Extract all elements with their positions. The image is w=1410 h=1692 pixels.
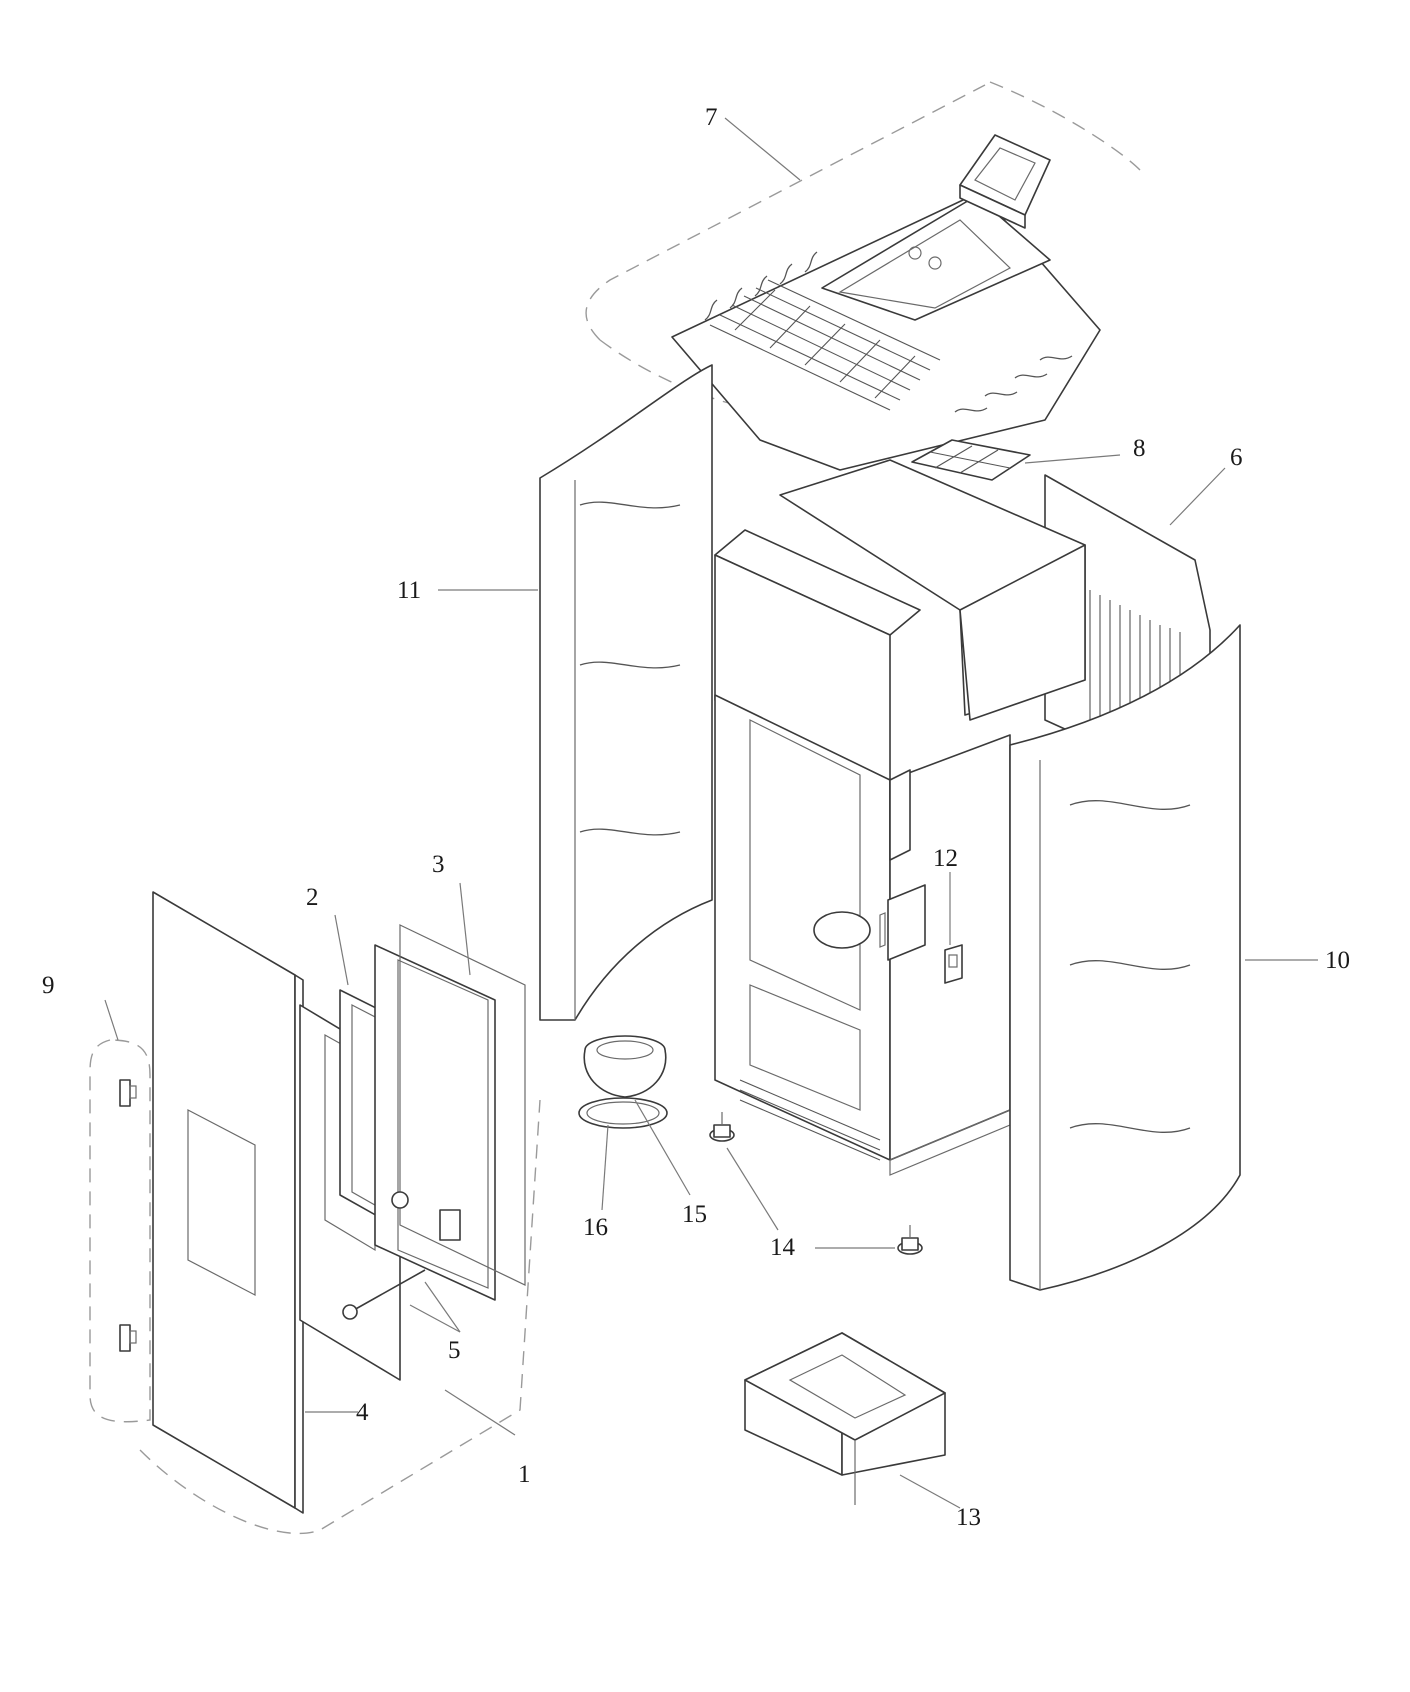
burn-pot-gasket	[578, 1097, 668, 1129]
callout-12: 12	[933, 845, 958, 872]
callout-3: 3	[432, 851, 445, 878]
callout-13: 13	[956, 1504, 981, 1531]
foot-left	[709, 1112, 735, 1142]
door-hinge-bottom	[119, 1324, 137, 1352]
control-panel-bracket	[959, 134, 1051, 229]
stove-body-frame	[714, 459, 1086, 1176]
callout-15: 15	[682, 1201, 707, 1228]
callout-labels: 7 8 6 11 12 10 3 2 9 16 15 14 5 4 1 13	[42, 104, 1350, 1531]
callout-6: 6	[1230, 444, 1243, 471]
callout-1: 1	[518, 1461, 531, 1488]
door-hinge-top	[119, 1079, 137, 1107]
handle-group-boundary	[89, 1039, 151, 1423]
callout-7: 7	[705, 104, 718, 131]
door-group-boundary	[139, 1099, 541, 1535]
foot-right	[897, 1225, 923, 1255]
right-side-panel	[1009, 624, 1241, 1291]
filter-grid	[911, 439, 1031, 481]
callout-16: 16	[583, 1214, 608, 1241]
callout-4: 4	[356, 1399, 369, 1426]
callout-14: 14	[770, 1234, 796, 1261]
door-latch-5	[342, 1191, 461, 1320]
callout-8: 8	[1133, 435, 1146, 462]
callout-11: 11	[397, 577, 421, 604]
callout-10: 10	[1325, 947, 1350, 974]
top-cover-assembly	[671, 191, 1101, 471]
ash-drawer	[744, 1332, 946, 1505]
callout-5: 5	[448, 1337, 461, 1364]
burn-pot	[583, 1035, 667, 1098]
left-side-panel	[539, 364, 713, 1021]
door-panel	[152, 891, 304, 1514]
callout-2: 2	[306, 884, 319, 911]
top-group-boundary	[585, 81, 1141, 341]
leader-lines	[104, 117, 1318, 1509]
callout-9: 9	[42, 972, 55, 999]
switch-component	[944, 944, 963, 984]
gasket-3	[374, 924, 526, 1301]
